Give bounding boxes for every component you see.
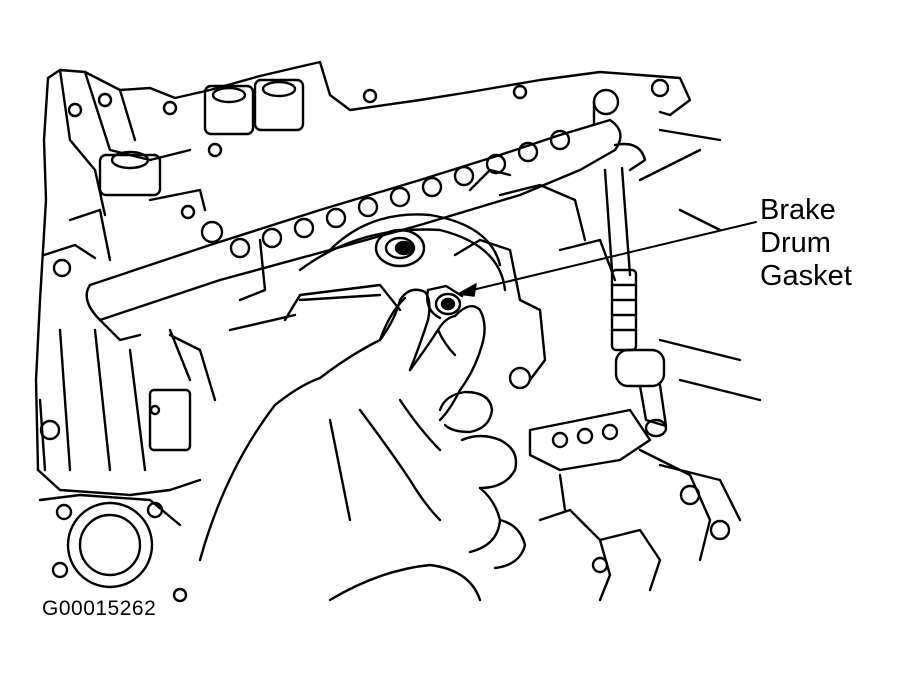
- callout-leader: [457, 221, 757, 297]
- callout-line-2: Drum: [760, 227, 831, 259]
- dipstick-tube: [603, 128, 762, 438]
- cover-rail: [42, 88, 622, 322]
- hand: [198, 288, 527, 602]
- gasket-callout-label: Brake Drum Gasket: [760, 194, 852, 293]
- gasket-part: [426, 284, 464, 320]
- callout-line-3: Gasket: [760, 260, 852, 292]
- lower-left-block: [36, 318, 217, 603]
- callout-line-1: Brake: [760, 194, 836, 226]
- figure-id: G00015262: [42, 597, 157, 620]
- lower-right-frame: [528, 408, 742, 602]
- engine-block: [34, 60, 692, 472]
- drum-housing: [228, 168, 617, 390]
